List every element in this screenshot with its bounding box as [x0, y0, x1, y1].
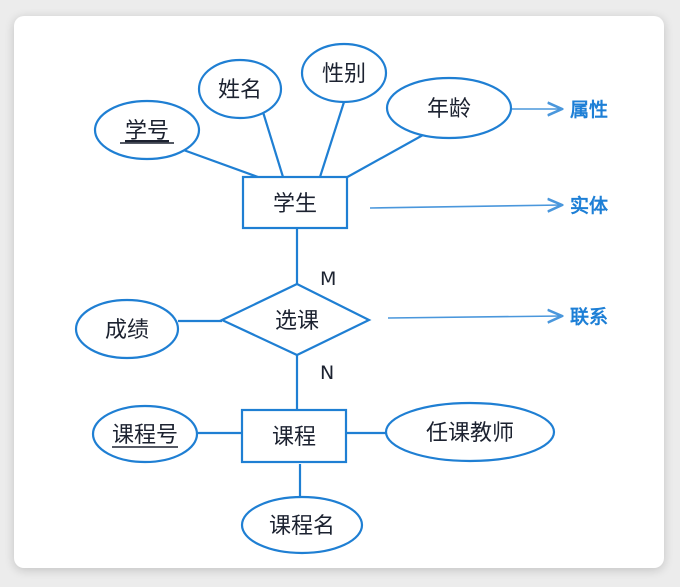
svg-text:选课: 选课: [275, 309, 319, 334]
svg-text:课程名: 课程名: [269, 514, 335, 539]
entity-course: 课程: [240, 408, 348, 464]
link-student-id: [177, 146, 259, 179]
legend-arrow-relationship: [387, 316, 562, 318]
svg-text:学号: 学号: [125, 119, 169, 144]
svg-text:课程号: 课程号: [112, 423, 178, 448]
attribute-gender: 性别: [300, 42, 388, 104]
entity-student: 学生: [241, 175, 349, 230]
svg-text:课程: 课程: [272, 425, 316, 450]
svg-text:学生: 学生: [273, 192, 317, 217]
cardinality-n: N: [320, 362, 334, 384]
legend-attribute: 属性: [570, 98, 608, 121]
link-gender: [318, 101, 346, 178]
connectors: [177, 101, 433, 497]
legend-arrow-entity: [369, 205, 562, 208]
svg-text:年龄: 年龄: [427, 97, 471, 122]
attribute-name: 姓名: [197, 58, 283, 120]
attribute-student-id: 学号: [93, 99, 201, 161]
legend: 属性 实体 联系: [369, 98, 609, 328]
attribute-age: 年龄: [385, 76, 513, 140]
cardinality-m: M: [320, 268, 336, 290]
relationship-enroll: 选课: [219, 282, 372, 357]
attribute-grade: 成绩: [74, 298, 180, 360]
legend-relationship: 联系: [570, 306, 608, 328]
legend-entity: 实体: [570, 194, 609, 217]
attribute-teacher: 任课教师: [384, 401, 556, 463]
svg-text:姓名: 姓名: [218, 78, 262, 103]
link-name: [261, 111, 285, 178]
attribute-course-name: 课程名: [240, 495, 364, 555]
link-age: [341, 129, 433, 181]
attribute-course-id: 课程号: [91, 404, 199, 464]
svg-text:任课教师: 任课教师: [426, 421, 514, 446]
svg-text:性别: 性别: [322, 62, 366, 87]
svg-text:成绩: 成绩: [105, 318, 149, 343]
